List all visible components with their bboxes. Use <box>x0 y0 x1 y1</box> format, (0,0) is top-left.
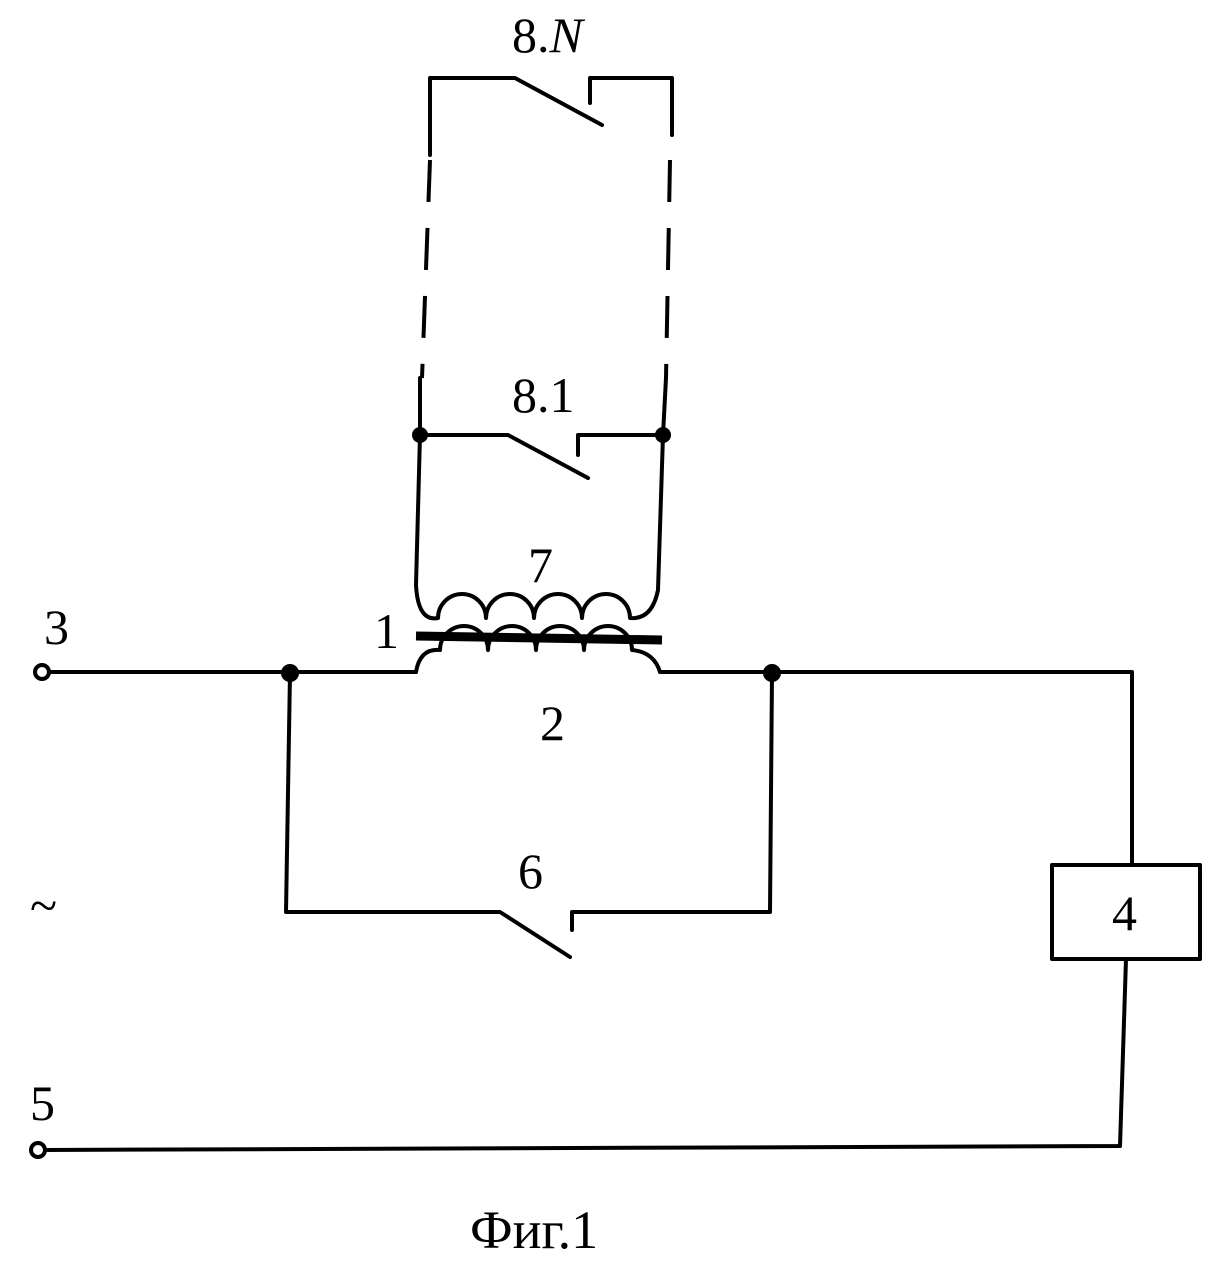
label-bypass-switch-6: 6 <box>518 843 543 899</box>
terminal-5 <box>31 1143 45 1157</box>
label-terminal-5: 5 <box>30 1075 55 1131</box>
terminal-3 <box>35 665 49 679</box>
dashed-line-right <box>666 160 670 378</box>
switch-8n <box>430 78 672 155</box>
junction-8-1-left <box>412 427 428 443</box>
label-load-4: 4 <box>1112 885 1137 941</box>
label-winding-2: 2 <box>540 695 565 751</box>
bypass-wire-left <box>286 673 570 957</box>
wire-winding-to-load <box>660 672 1132 865</box>
label-core-1: 1 <box>374 603 399 659</box>
junction-8-1-right <box>655 427 671 443</box>
wire-8-1-left-down <box>416 378 420 585</box>
switch-8-1 <box>420 435 663 478</box>
figure-caption: Фиг.1 <box>470 1200 598 1260</box>
label-source-symbol: ~ <box>30 877 57 933</box>
label-winding-7: 7 <box>528 537 553 593</box>
label-terminal-3: 3 <box>44 599 69 655</box>
label-switch-8n: 8.N <box>512 7 586 63</box>
wire-8-1-right-down <box>658 378 666 590</box>
dashed-line-left <box>422 160 430 378</box>
wire-load-to-terminal5 <box>42 959 1126 1150</box>
bypass-wire-right <box>572 673 772 930</box>
label-switch-8-1: 8.1 <box>512 367 575 423</box>
